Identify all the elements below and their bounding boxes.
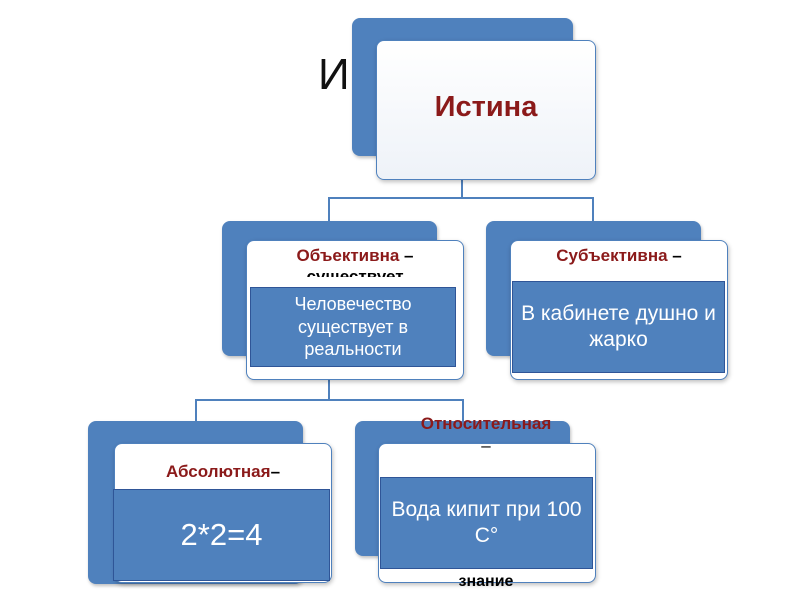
slide-heading-partial: И <box>318 50 350 99</box>
subjective-example-box: В кабинете душно и жарко <box>512 281 725 373</box>
subjective-node-heading: Субъективна – <box>511 246 727 266</box>
connector-level2-horizontal <box>195 399 464 401</box>
subjective-node-title: Субъективна <box>556 246 668 265</box>
root-node-title: Истина <box>434 91 538 123</box>
objective-node-heading: Объективна – <box>247 246 463 266</box>
subjective-node-dash: – <box>672 246 682 265</box>
connector-relative-up <box>462 399 464 421</box>
absolute-example-box: 2*2=4 <box>113 489 330 581</box>
connector-level1-horizontal <box>328 197 594 199</box>
objective-node-hidden-text: существует <box>306 267 404 277</box>
absolute-node-dash: – <box>270 462 281 481</box>
connector-objective-up <box>328 197 330 221</box>
relative-example-box: Вода кипит при 100 С° <box>380 477 593 569</box>
relative-node-below-text: знание <box>458 573 514 590</box>
relative-node-title: Относительная <box>420 414 552 433</box>
relative-node-dash: – <box>481 436 491 456</box>
objective-node-title: Объективна <box>296 246 400 265</box>
objective-example-box: Человечество существует в реальности <box>250 287 456 367</box>
connector-root-down <box>461 178 463 198</box>
absolute-node-heading: Абсолютная– <box>115 462 331 482</box>
root-node-card: Истина <box>376 40 596 180</box>
relative-node-heading: Относительная – <box>378 413 594 457</box>
connector-objective-down <box>328 375 330 400</box>
connector-absolute-up <box>195 399 197 421</box>
connector-subjective-up <box>592 197 594 221</box>
objective-node-dash: – <box>404 246 414 265</box>
absolute-node-title: Абсолютная <box>165 462 271 481</box>
